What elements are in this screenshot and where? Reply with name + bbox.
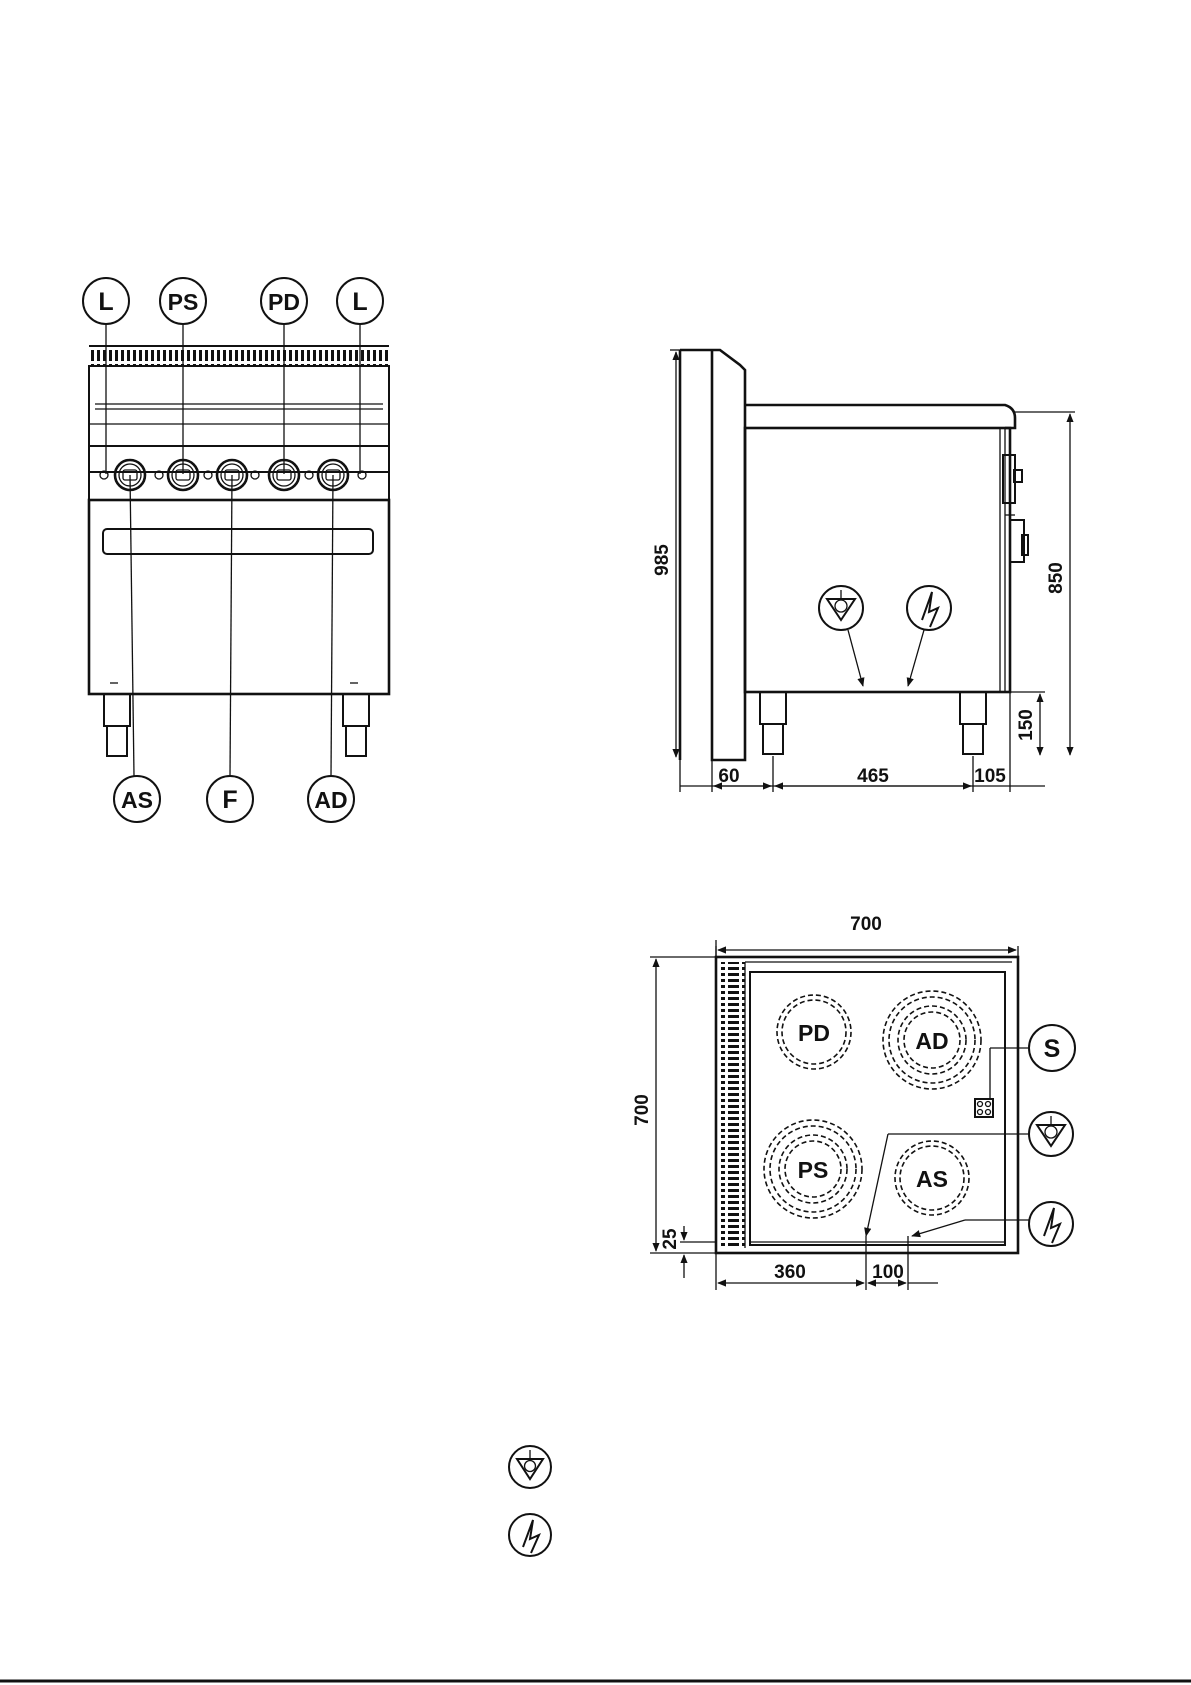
svg-text:AD: AD (314, 787, 347, 813)
side-view: 985 850 150 60 465 105 (652, 350, 1075, 792)
svg-text:700: 700 (850, 914, 882, 935)
svg-text:PS: PS (168, 289, 199, 315)
callout-f: F (207, 475, 253, 822)
svg-text:360: 360 (774, 1262, 806, 1283)
hot-plate-ad: AD (883, 991, 981, 1089)
svg-text:PD: PD (268, 289, 300, 315)
top-grille (721, 962, 745, 1248)
svg-text:850: 850 (1046, 562, 1067, 594)
water-connection-icon (819, 586, 863, 686)
callout-as: AS (114, 475, 160, 822)
callout-s: S (990, 1025, 1075, 1099)
svg-text:PS: PS (798, 1157, 829, 1183)
svg-text:150: 150 (1016, 709, 1037, 741)
hot-plate-as: AS (895, 1141, 969, 1215)
control-knob (168, 460, 198, 490)
legend (509, 1446, 551, 1556)
side-leg-rear (760, 692, 786, 754)
water-connection-icon (509, 1446, 551, 1488)
svg-text:S: S (1044, 1035, 1061, 1063)
svg-text:985: 985 (652, 544, 673, 576)
switch-block (975, 1099, 993, 1117)
svg-text:L: L (98, 288, 113, 316)
svg-text:25: 25 (660, 1228, 681, 1250)
front-view: L PS PD L (83, 278, 389, 822)
side-leg-front (960, 692, 986, 754)
svg-text:L: L (352, 288, 367, 316)
svg-text:465: 465 (857, 766, 889, 787)
front-grille (89, 346, 389, 366)
callout-ps: PS (160, 278, 206, 474)
hot-plate-pd: PD (777, 995, 851, 1069)
svg-text:F: F (222, 786, 237, 814)
callout-ad: AD (308, 475, 354, 822)
svg-text:700: 700 (632, 1094, 653, 1126)
svg-text:AD: AD (915, 1028, 948, 1054)
control-knob (269, 460, 299, 490)
svg-text:AS: AS (121, 787, 153, 813)
electric-connection-icon (509, 1514, 551, 1556)
side-body (745, 428, 1010, 692)
electric-connection-icon (907, 586, 951, 686)
worktop (745, 405, 1015, 428)
leg-left (104, 694, 130, 756)
callout-l-right: L (337, 278, 383, 474)
svg-text:100: 100 (872, 1262, 904, 1283)
hot-plate-ps: PS (764, 1120, 862, 1218)
callout-pd: PD (261, 278, 307, 474)
svg-text:105: 105 (974, 766, 1006, 787)
svg-text:PD: PD (798, 1020, 830, 1046)
svg-text:AS: AS (916, 1166, 948, 1192)
top-view: PD AD PS AS (632, 914, 1075, 1290)
leg-right (343, 694, 369, 756)
electric-connection-icon (912, 1202, 1073, 1246)
top-outline (716, 957, 1018, 1253)
svg-text:60: 60 (718, 766, 739, 787)
